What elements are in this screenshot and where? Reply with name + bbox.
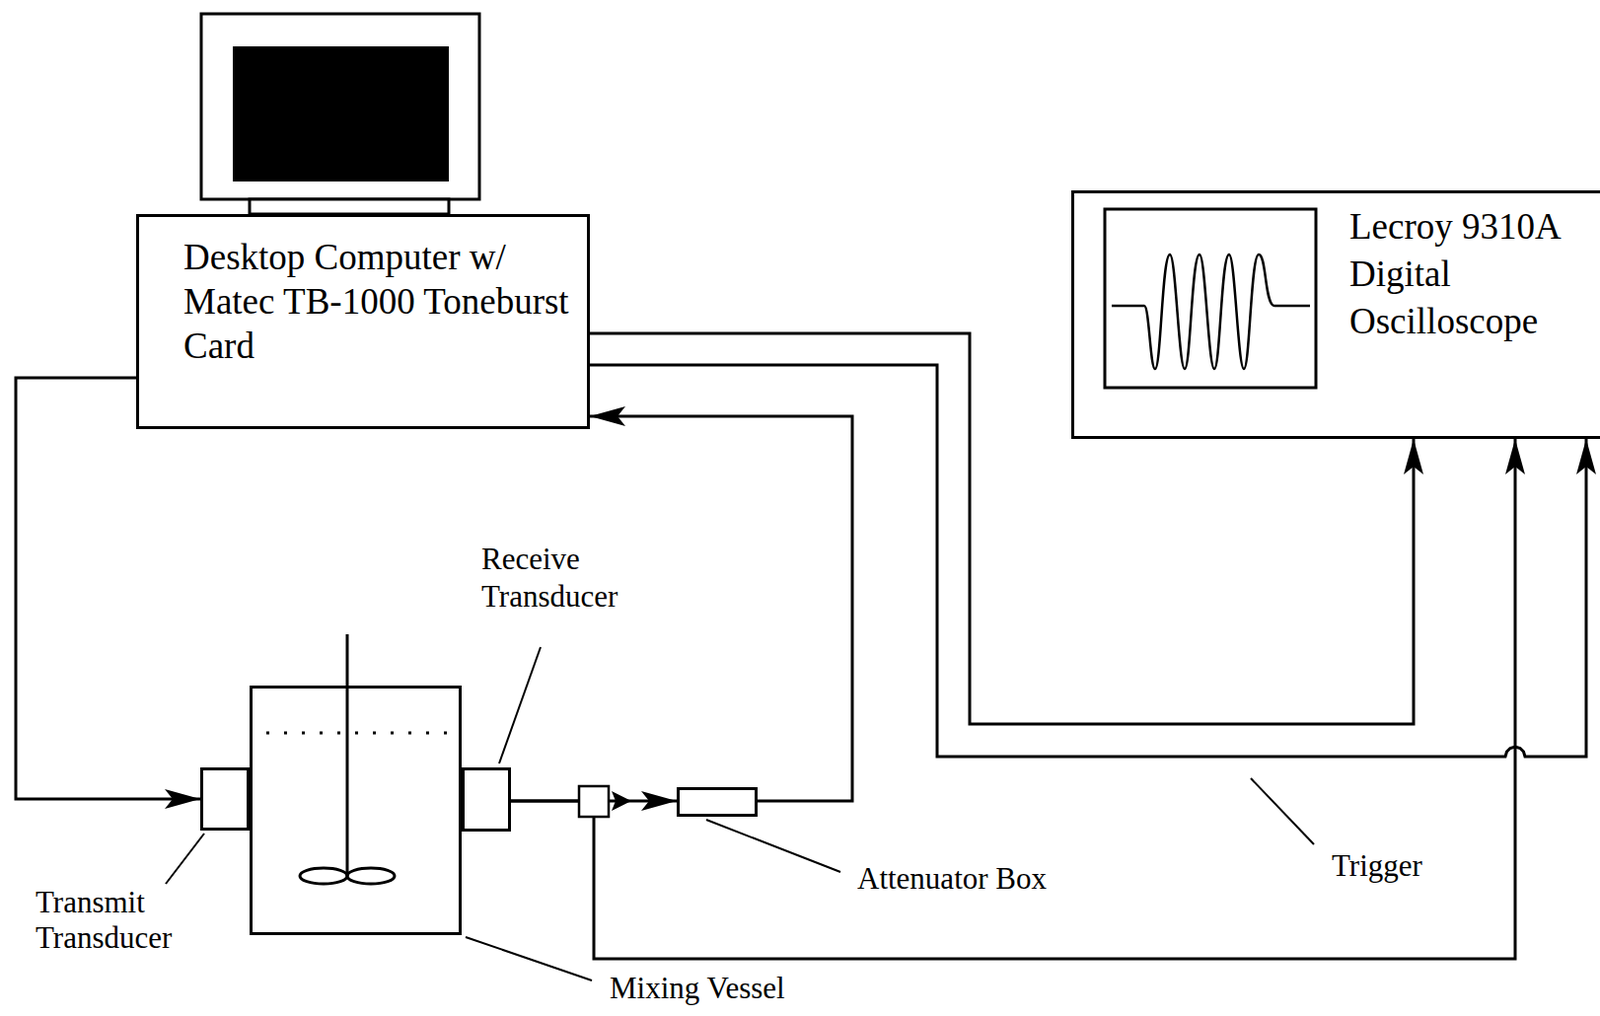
signal-wire bbox=[510, 438, 1516, 959]
signal-wire bbox=[589, 416, 853, 801]
text-holder: Mixing Vessel bbox=[609, 970, 867, 1007]
box-label: Lecroy 9310A Digital Oscilloscope bbox=[1349, 203, 1591, 346]
box-label: Desktop Computer w/ Matec TB-1000 Tonebu… bbox=[183, 234, 571, 368]
part-label: Attenuator Box bbox=[857, 861, 1114, 897]
leader-line bbox=[706, 819, 841, 873]
text-holder: Trigger bbox=[1331, 848, 1423, 884]
computer-box: Desktop Computer w/ Matec TB-1000 Tonebu… bbox=[136, 214, 590, 430]
monitor-case bbox=[201, 13, 480, 200]
signal-wire bbox=[589, 333, 1414, 725]
leader-line bbox=[465, 937, 592, 981]
part-label: Mixing Vessel bbox=[609, 970, 867, 1007]
part-label: Receive Transducer bbox=[481, 540, 664, 616]
leader-line bbox=[1250, 778, 1314, 845]
part-label: Transmit Transducer bbox=[35, 884, 214, 956]
leader-line bbox=[165, 833, 205, 884]
transmit-transducer: Transmit Transducer bbox=[200, 767, 250, 831]
attenuator-box: Attenuator Box bbox=[676, 787, 758, 817]
liquid-level bbox=[266, 731, 456, 735]
text-holder: Attenuator Box bbox=[857, 861, 1114, 897]
impeller-blade bbox=[347, 868, 395, 884]
text-holder: Receive Transducer bbox=[481, 540, 664, 616]
scope-screen bbox=[1104, 209, 1316, 388]
signal-wire bbox=[589, 364, 1587, 757]
flow-arrowhead bbox=[611, 791, 632, 811]
text-holder: Transmit Transducer bbox=[35, 884, 214, 956]
signal-splitter bbox=[579, 786, 609, 817]
oscilloscope-box: Lecroy 9310A Digital Oscilloscope bbox=[1071, 190, 1600, 439]
signal-label: Trigger bbox=[1331, 848, 1423, 884]
signal-wire bbox=[15, 377, 201, 800]
leader-line bbox=[499, 647, 541, 764]
impeller-blade bbox=[299, 868, 348, 884]
text-holder: Desktop Computer w/ Matec TB-1000 Tonebu… bbox=[183, 234, 571, 368]
receive-transducer: Receive Transducer bbox=[461, 767, 511, 832]
monitor-stand bbox=[249, 199, 449, 215]
impeller-shaft bbox=[346, 634, 350, 876]
mixing-vessel: Mixing Vessel bbox=[249, 685, 462, 936]
waveform bbox=[1111, 254, 1310, 369]
monitor-screen bbox=[232, 46, 449, 182]
text-holder: Lecroy 9310A Digital Oscilloscope bbox=[1349, 203, 1591, 346]
